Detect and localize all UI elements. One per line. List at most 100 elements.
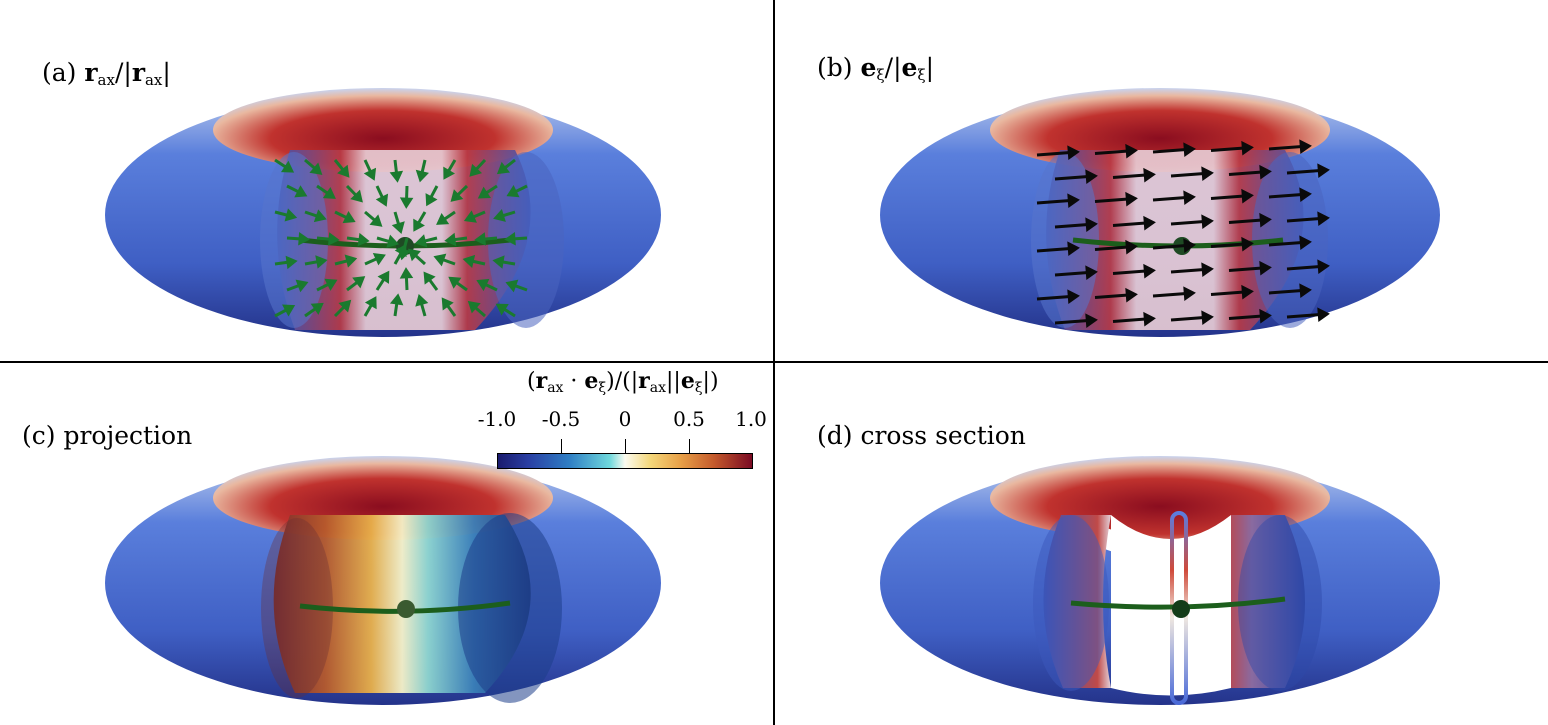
- radial-arrow-head: [389, 293, 404, 306]
- radial-arrow-head: [413, 218, 425, 232]
- poloidal-arrow-head: [1125, 143, 1138, 159]
- radial-arrow-head: [338, 299, 352, 313]
- poloidal-arrow-head: [1317, 307, 1330, 322]
- poloidal-arrow-head: [1067, 289, 1080, 304]
- radial-arrow-head: [369, 214, 383, 227]
- radial-arrow-head: [399, 267, 414, 279]
- radial-arrow-head: [284, 208, 298, 222]
- radial-arrow-head: [407, 248, 421, 262]
- radial-arrow-head: [414, 234, 428, 248]
- radial-arrow-head: [357, 232, 370, 247]
- torus-b-drawing: [880, 88, 1440, 337]
- radial-arrow-head: [285, 255, 298, 270]
- poloidal-arrow-head: [1259, 308, 1272, 324]
- radial-arrow-head: [337, 164, 350, 178]
- poloidal-arrow-head: [1183, 190, 1196, 205]
- radial-arrow-head: [282, 304, 296, 317]
- radial-arrow-head: [425, 193, 438, 207]
- radial-arrow-head: [298, 232, 310, 246]
- radial-arrow-head: [391, 221, 405, 234]
- radial-arrow-head: [423, 271, 436, 285]
- radial-arrow-head: [295, 279, 309, 293]
- radial-arrow-head: [504, 231, 516, 246]
- colorbar-tick-label: 0.5: [673, 407, 705, 431]
- poloidal-arrow-head: [1201, 262, 1214, 277]
- radial-arrow-head: [444, 232, 457, 247]
- radial-arrow-head: [399, 197, 414, 209]
- poloidal-arrow-head: [1317, 259, 1330, 274]
- colorbar: [497, 453, 753, 469]
- radial-arrow-head: [372, 253, 386, 266]
- poloidal-arrow-head: [1299, 235, 1312, 250]
- radial-arrow-head: [474, 232, 486, 246]
- radial-arrow-head: [505, 279, 519, 293]
- panel-a: (a) rax/|rax|: [0, 0, 773, 361]
- horizontal-divider: [0, 361, 1548, 363]
- poloidal-arrow-head: [1085, 313, 1098, 328]
- radial-arrow-head: [462, 254, 476, 269]
- radial-arrow-head: [463, 210, 477, 223]
- radial-arrow-head: [394, 243, 407, 258]
- panel-d: (d) cross section: [775, 363, 1548, 725]
- torus-d-drawing: [880, 456, 1440, 705]
- radial-arrow-head: [415, 169, 429, 183]
- radial-arrow-head: [450, 189, 464, 202]
- poloidal-arrow-head: [1067, 145, 1080, 160]
- panel-a-label: (a) rax/|rax|: [42, 58, 171, 89]
- radial-arrow-head: [377, 270, 390, 284]
- poloidal-arrow-head: [1241, 236, 1254, 252]
- radial-arrow-head: [389, 170, 404, 183]
- radial-arrow-head: [506, 185, 520, 198]
- poloidal-arrow-head: [1201, 214, 1214, 229]
- radial-arrow-head: [363, 167, 377, 181]
- poloidal-arrow-head: [1183, 238, 1196, 253]
- poloidal-arrow-head: [1125, 191, 1138, 207]
- radial-arrow-head: [436, 212, 450, 225]
- colorbar-tick-label: 1.0: [735, 407, 767, 431]
- colorbar-tick-mark: [561, 439, 562, 453]
- poloidal-arrow-head: [1125, 239, 1138, 255]
- poloidal-arrow-head: [1067, 241, 1080, 256]
- radial-arrow-head: [310, 302, 324, 315]
- radial-arrow-head: [352, 276, 366, 289]
- radial-arrow-head: [441, 297, 454, 311]
- radial-arrow-head: [375, 193, 389, 207]
- radial-arrow-head: [433, 253, 447, 267]
- poloidal-arrow-head: [1241, 284, 1254, 300]
- colorbar-tick-label: -0.5: [541, 407, 581, 431]
- radial-arrow-head: [496, 161, 511, 175]
- poloidal-arrow-head: [1143, 263, 1156, 279]
- poloidal-arrow-head: [1259, 212, 1272, 228]
- poloidal-arrow-head: [1241, 188, 1254, 204]
- radial-arrow-head: [443, 166, 456, 180]
- radial-arrow-head: [492, 255, 505, 269]
- radial-arrow-head: [315, 255, 328, 269]
- poloidal-arrow-head: [1183, 286, 1196, 301]
- poloidal-arrow-head: [1299, 187, 1312, 202]
- radial-arrow-head: [322, 186, 336, 199]
- poloidal-arrow-head: [1085, 265, 1098, 280]
- colorbar-tick-label: -1.0: [477, 407, 517, 431]
- poloidal-arrow-head: [1125, 287, 1138, 303]
- poloidal-arrow-head: [1183, 142, 1196, 157]
- radial-arrow-head: [476, 278, 490, 292]
- poloidal-arrow-head: [1085, 217, 1098, 232]
- poloidal-arrow-head: [1299, 283, 1312, 298]
- colorbar-tick-mark: [625, 439, 626, 453]
- panel-c: (c) projection (rax · eξ)/(|rax||eξ|) -1…: [0, 363, 773, 725]
- panel-c-label: (c) projection: [22, 421, 193, 450]
- radial-arrow-head: [467, 300, 481, 314]
- radial-arrow-head: [469, 163, 483, 177]
- colorbar-title: (rax · eξ)/(|rax||eξ|): [527, 368, 719, 396]
- radial-arrow-head: [386, 234, 400, 248]
- torus-a-drawing: [105, 88, 661, 337]
- poloidal-arrow-head: [1201, 166, 1214, 181]
- poloidal-arrow-head: [1201, 310, 1214, 325]
- radial-arrow-head: [495, 303, 509, 316]
- panel-d-label: (d) cross section: [817, 421, 1026, 450]
- panel-b: (b) eξ/|eξ|: [775, 0, 1548, 361]
- poloidal-arrow-head: [1143, 311, 1156, 327]
- radial-arrow-head: [327, 232, 340, 246]
- radial-arrow-head: [364, 296, 377, 310]
- radial-arrow-head: [344, 254, 358, 268]
